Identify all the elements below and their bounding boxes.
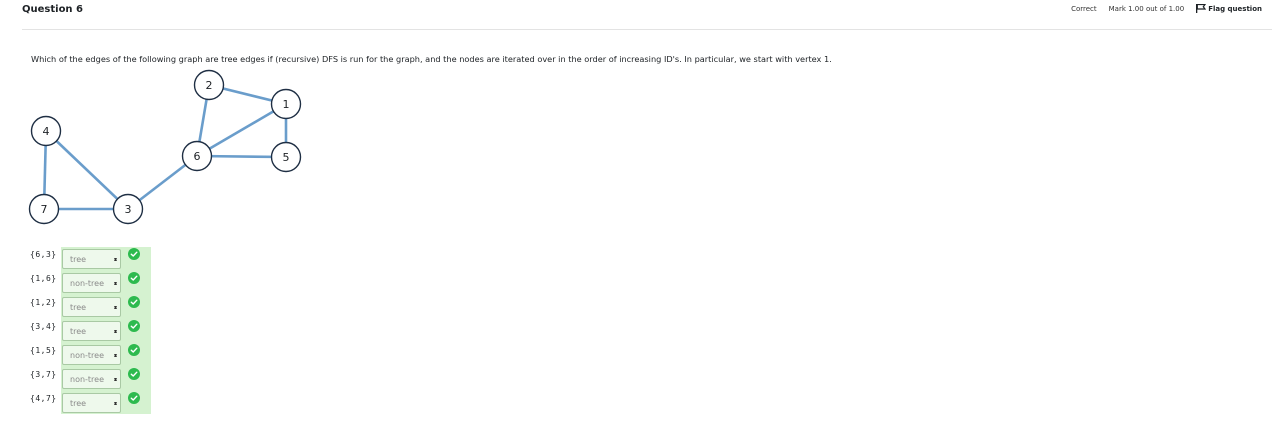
edge-type-select[interactable]: tree▴▾	[62, 249, 121, 269]
edge-label: {1,5}	[30, 346, 57, 355]
graph-nodes: 1 2 3 4 5 6 7	[28, 69, 302, 225]
answer-row: {6,3} tree▴▾	[28, 247, 151, 269]
check-circle-icon	[128, 272, 140, 284]
graph-node-4: 4	[30, 115, 62, 147]
graph-node-label: 7	[41, 203, 48, 216]
edge-type-value: tree	[70, 255, 87, 264]
graph-node-7: 7	[28, 193, 60, 225]
edge-type-value: non-tree	[70, 375, 105, 384]
flag-question-button[interactable]: Flag question	[1196, 4, 1262, 13]
edge-label: {1,2}	[30, 298, 57, 307]
question-mark: Mark 1.00 out of 1.00	[1108, 4, 1185, 13]
edge-label: {1,6}	[30, 274, 57, 283]
graph-node-label: 4	[43, 125, 50, 138]
answer-row: {3,7} non-tree▴▾	[28, 367, 151, 389]
edge-type-value: tree	[70, 303, 87, 312]
check-circle-icon	[128, 368, 140, 380]
check-circle-icon	[128, 320, 140, 332]
edge-type-select[interactable]: tree▴▾	[62, 393, 121, 413]
question-prompt: Which of the edges of the following grap…	[31, 54, 832, 64]
graph-diagram: 1 2 3 4 5 6 7	[28, 69, 302, 225]
edge-type-select[interactable]: non-tree▴▾	[62, 369, 121, 389]
answer-row: {4,7} tree▴▾	[28, 391, 151, 413]
answer-row: {1,6} non-tree▴▾	[28, 271, 151, 293]
answer-row: {1,2} tree▴▾	[28, 295, 151, 317]
answers-panel: {6,3}tree▴▾{1,6}non-tree▴▾{1,2}tree▴▾{3,…	[28, 247, 151, 414]
graph-node-label: 5	[283, 151, 290, 164]
graph-node-label: 2	[206, 79, 213, 92]
graph-node-2: 2	[193, 69, 225, 101]
question-title: Question 6	[22, 4, 83, 15]
graph-edge-1-6	[196, 102, 287, 158]
graph-node-3: 3	[112, 193, 144, 225]
graph-edges	[42, 83, 288, 211]
answer-row: {1,5} non-tree▴▾	[28, 343, 151, 365]
edge-type-select[interactable]: non-tree▴▾	[62, 273, 121, 293]
edge-type-select[interactable]: non-tree▴▾	[62, 345, 121, 365]
check-circle-icon	[128, 392, 140, 404]
check-circle-icon	[128, 248, 140, 260]
flag-question-label: Flag question	[1208, 4, 1262, 13]
graph-node-6: 6	[181, 140, 213, 172]
graph-node-1: 1	[270, 88, 302, 120]
edge-type-value: tree	[70, 327, 87, 336]
edge-type-value: non-tree	[70, 279, 105, 288]
flag-icon	[1196, 4, 1207, 13]
graph-node-label: 3	[125, 203, 132, 216]
check-circle-icon	[128, 344, 140, 356]
edge-type-select[interactable]: tree▴▾	[62, 297, 121, 317]
question-status: Correct	[1071, 4, 1097, 13]
edge-type-value: tree	[70, 399, 87, 408]
answer-row: {3,4} tree▴▾	[28, 319, 151, 341]
edge-label: {6,3}	[30, 250, 57, 259]
edge-label: {4,7}	[30, 394, 57, 403]
check-circle-icon	[128, 296, 140, 308]
graph-edge-3-4	[45, 130, 129, 210]
edge-type-value: non-tree	[70, 351, 105, 360]
graph-node-5: 5	[270, 141, 302, 173]
question-header: Question 6 Correct Mark 1.00 out of 1.00…	[22, 0, 1272, 30]
graph-node-label: 6	[194, 150, 201, 163]
graph-node-label: 1	[283, 98, 290, 111]
edge-label: {3,4}	[30, 322, 57, 331]
edge-type-select[interactable]: tree▴▾	[62, 321, 121, 341]
question-info: Correct Mark 1.00 out of 1.00 Flag quest…	[1071, 4, 1262, 13]
edge-label: {3,7}	[30, 370, 57, 379]
